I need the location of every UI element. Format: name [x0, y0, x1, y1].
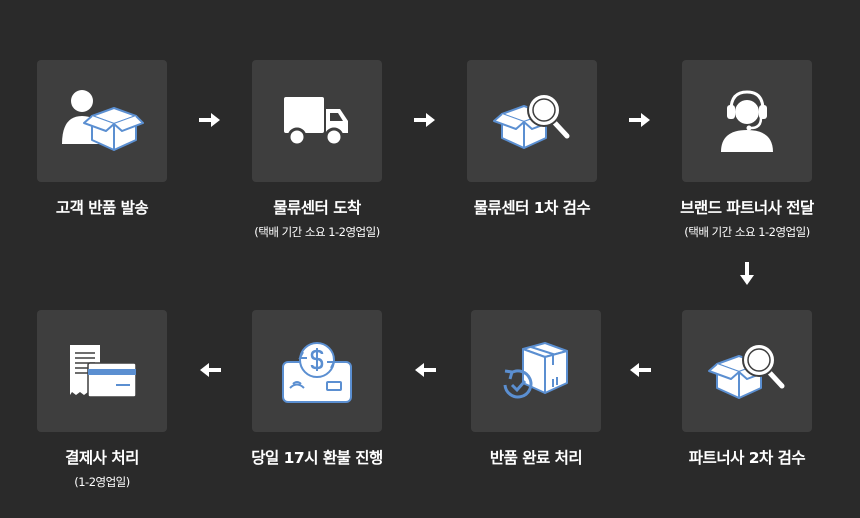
step-label: 당일 17시 환불 진행	[251, 449, 383, 467]
step-refund-processing: 당일 17시 환불 진행	[232, 310, 402, 468]
step-customer-return: 고객 반품 발송	[17, 60, 187, 218]
box-magnifier-icon	[493, 93, 570, 149]
step-label: 결제사 처리	[65, 449, 139, 467]
step-return-complete: 반품 완료 처리	[451, 310, 621, 468]
box-magnifier-icon	[708, 343, 785, 399]
arrow-right-icon	[413, 111, 437, 133]
box-check-icon	[503, 342, 568, 399]
step-sublabel: (1-2영업일)	[74, 475, 130, 489]
step-sublabel: (택배 기간 소요 1-2영업일)	[684, 225, 810, 239]
step-box	[471, 310, 601, 432]
step-box	[682, 310, 812, 432]
truck-icon	[284, 97, 348, 147]
arrow-right-icon	[198, 111, 222, 133]
arrow-left-icon	[628, 361, 652, 383]
step-label: 파트너사 2차 검수	[688, 449, 806, 467]
step-label: 반품 완료 처리	[489, 449, 583, 467]
arrow-right-icon	[628, 111, 652, 133]
step-partner-inspection: 파트너사 2차 검수	[662, 310, 832, 468]
refund-card-icon	[282, 342, 352, 403]
step-label: 물류센터 1차 검수	[473, 199, 591, 217]
customer-box-icon	[62, 90, 144, 151]
step-box	[252, 60, 382, 182]
receipt-card-icon	[70, 345, 137, 398]
step-logistics-inspection: 물류센터 1차 검수	[447, 60, 617, 218]
arrow-down-icon	[738, 261, 756, 291]
arrow-left-icon	[198, 361, 222, 383]
step-label: 물류센터 도착	[273, 199, 361, 217]
step-brand-partner-delivery: 브랜드 파트너사 전달 (택배 기간 소요 1-2영업일)	[662, 60, 832, 240]
arrow-left-icon	[413, 361, 437, 383]
step-label: 고객 반품 발송	[55, 199, 149, 217]
step-label: 브랜드 파트너사 전달	[680, 199, 814, 217]
step-box	[682, 60, 812, 182]
step-sublabel: (택배 기간 소요 1-2영업일)	[254, 225, 380, 239]
step-payment-processing: 결제사 처리 (1-2영업일)	[17, 310, 187, 490]
step-logistics-arrival: 물류센터 도착 (택배 기간 소요 1-2영업일)	[232, 60, 402, 240]
step-box	[37, 60, 167, 182]
step-box	[467, 60, 597, 182]
headset-agent-icon	[721, 90, 773, 152]
step-box	[37, 310, 167, 432]
step-box	[252, 310, 382, 432]
